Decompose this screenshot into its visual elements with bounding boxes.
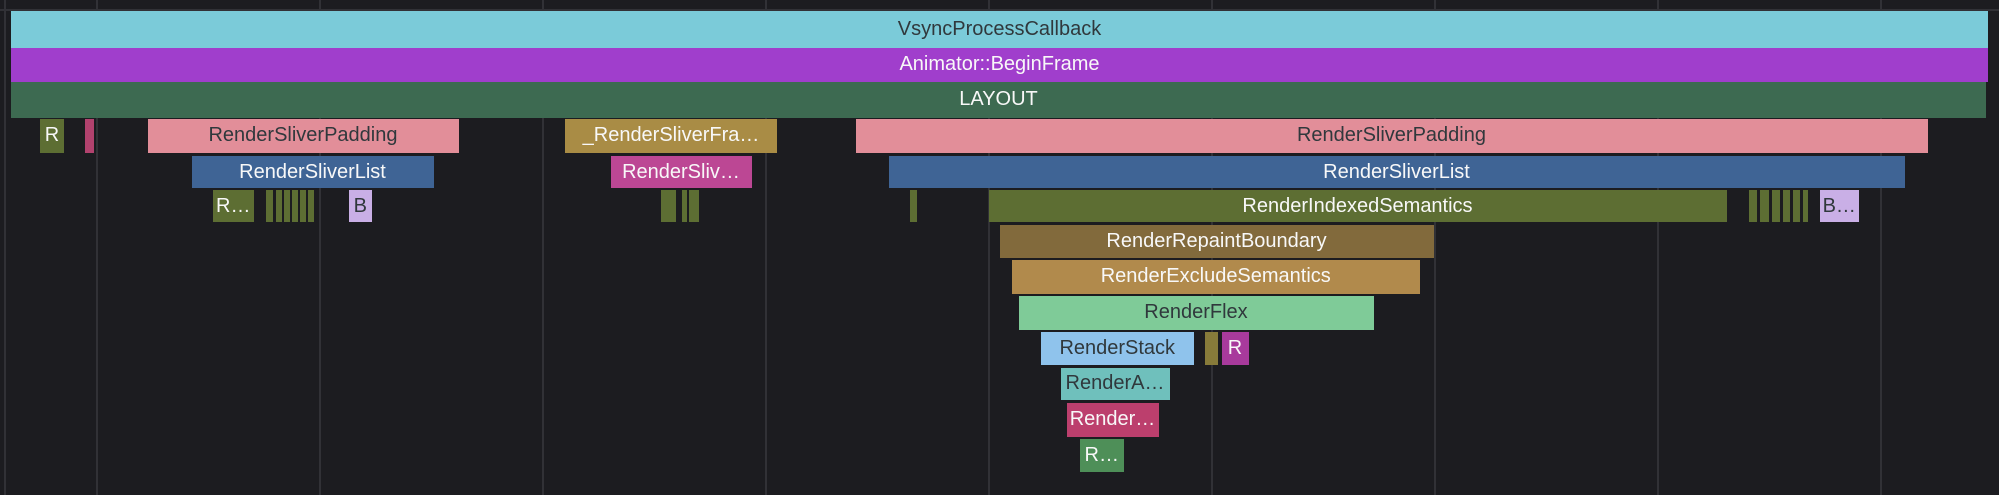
grid-vline: [765, 0, 767, 495]
flame-bar-unlabeled[interactable]: [291, 190, 298, 222]
grid-vline: [542, 0, 544, 495]
flame-bar-layout[interactable]: LAYOUT: [11, 81, 1986, 118]
flame-bar-rendersliverlist[interactable]: RenderSliverList: [191, 156, 434, 188]
grid-vline: [319, 0, 321, 495]
flame-bar-renderstack[interactable]: RenderStack: [1041, 331, 1194, 365]
flame-bar-unlabeled[interactable]: [307, 190, 314, 222]
flame-bar-renderindexedsemantics[interactable]: RenderIndexedSemantics: [988, 190, 1727, 222]
flame-bar-unlabeled[interactable]: [283, 190, 290, 222]
flame-bar-b[interactable]: B…: [1820, 190, 1859, 222]
flame-bar-render[interactable]: Render…: [1066, 402, 1159, 437]
flame-bar-unlabeled[interactable]: [1771, 190, 1780, 222]
grid-hline: [0, 9, 1999, 11]
flame-bar-unlabeled[interactable]: [1782, 190, 1790, 222]
flame-bar-unlabeled[interactable]: [681, 190, 687, 222]
grid-vline: [1880, 0, 1882, 495]
flame-bar-renderrepaintboundary[interactable]: RenderRepaintBoundary: [999, 224, 1434, 258]
flame-bar-unlabeled[interactable]: [1802, 190, 1808, 222]
flame-bar-unlabeled[interactable]: [299, 190, 306, 222]
grid-vline: [1434, 0, 1436, 495]
grid-vline: [1657, 0, 1659, 495]
grid-vline: [96, 0, 98, 495]
flame-bar-rendersliverpadding[interactable]: RenderSliverPadding: [855, 118, 1928, 153]
flame-bar-unlabeled[interactable]: [1760, 190, 1769, 222]
flame-bar-unlabeled[interactable]: [84, 118, 94, 153]
flame-bar-r[interactable]: R…: [1080, 439, 1124, 472]
flame-bar-unlabeled[interactable]: [275, 190, 282, 222]
flame-bar-vsyncprocesscallback[interactable]: VsyncProcessCallback: [11, 11, 1988, 48]
flame-bar-r[interactable]: R: [40, 118, 64, 153]
flame-bar-renderexcludesemantics[interactable]: RenderExcludeSemantics: [1011, 260, 1420, 294]
flame-bar-unlabeled[interactable]: [1748, 190, 1757, 222]
flame-bar-rendersliverfra[interactable]: _RenderSliverFra…: [565, 118, 777, 153]
grid-vline: [4, 0, 6, 495]
flame-bar-rendera[interactable]: RenderA…: [1060, 368, 1170, 400]
flame-bar-r[interactable]: R…: [212, 190, 254, 222]
grid-vline: [988, 0, 990, 495]
flame-bar-unlabeled[interactable]: [266, 190, 273, 222]
flame-bar-animator-beginframe[interactable]: Animator::BeginFrame: [11, 47, 1988, 82]
flame-bar-b[interactable]: B: [348, 190, 372, 222]
flame-bar-renderflex[interactable]: RenderFlex: [1018, 296, 1374, 330]
flame-bar-unlabeled[interactable]: [909, 190, 917, 222]
flame-bar-unlabeled[interactable]: [1204, 331, 1218, 365]
flame-bar-rendersliv[interactable]: RenderSliv…: [610, 156, 752, 188]
flame-bar-unlabeled[interactable]: [688, 190, 699, 222]
flame-bar-rendersliverpadding[interactable]: RenderSliverPadding: [147, 118, 459, 153]
flame-bar-r[interactable]: R: [1221, 331, 1249, 365]
flame-bar-rendersliverlist[interactable]: RenderSliverList: [888, 156, 1905, 188]
flame-bar-unlabeled[interactable]: [1792, 190, 1800, 222]
flame-bar-unlabeled[interactable]: [660, 190, 676, 222]
